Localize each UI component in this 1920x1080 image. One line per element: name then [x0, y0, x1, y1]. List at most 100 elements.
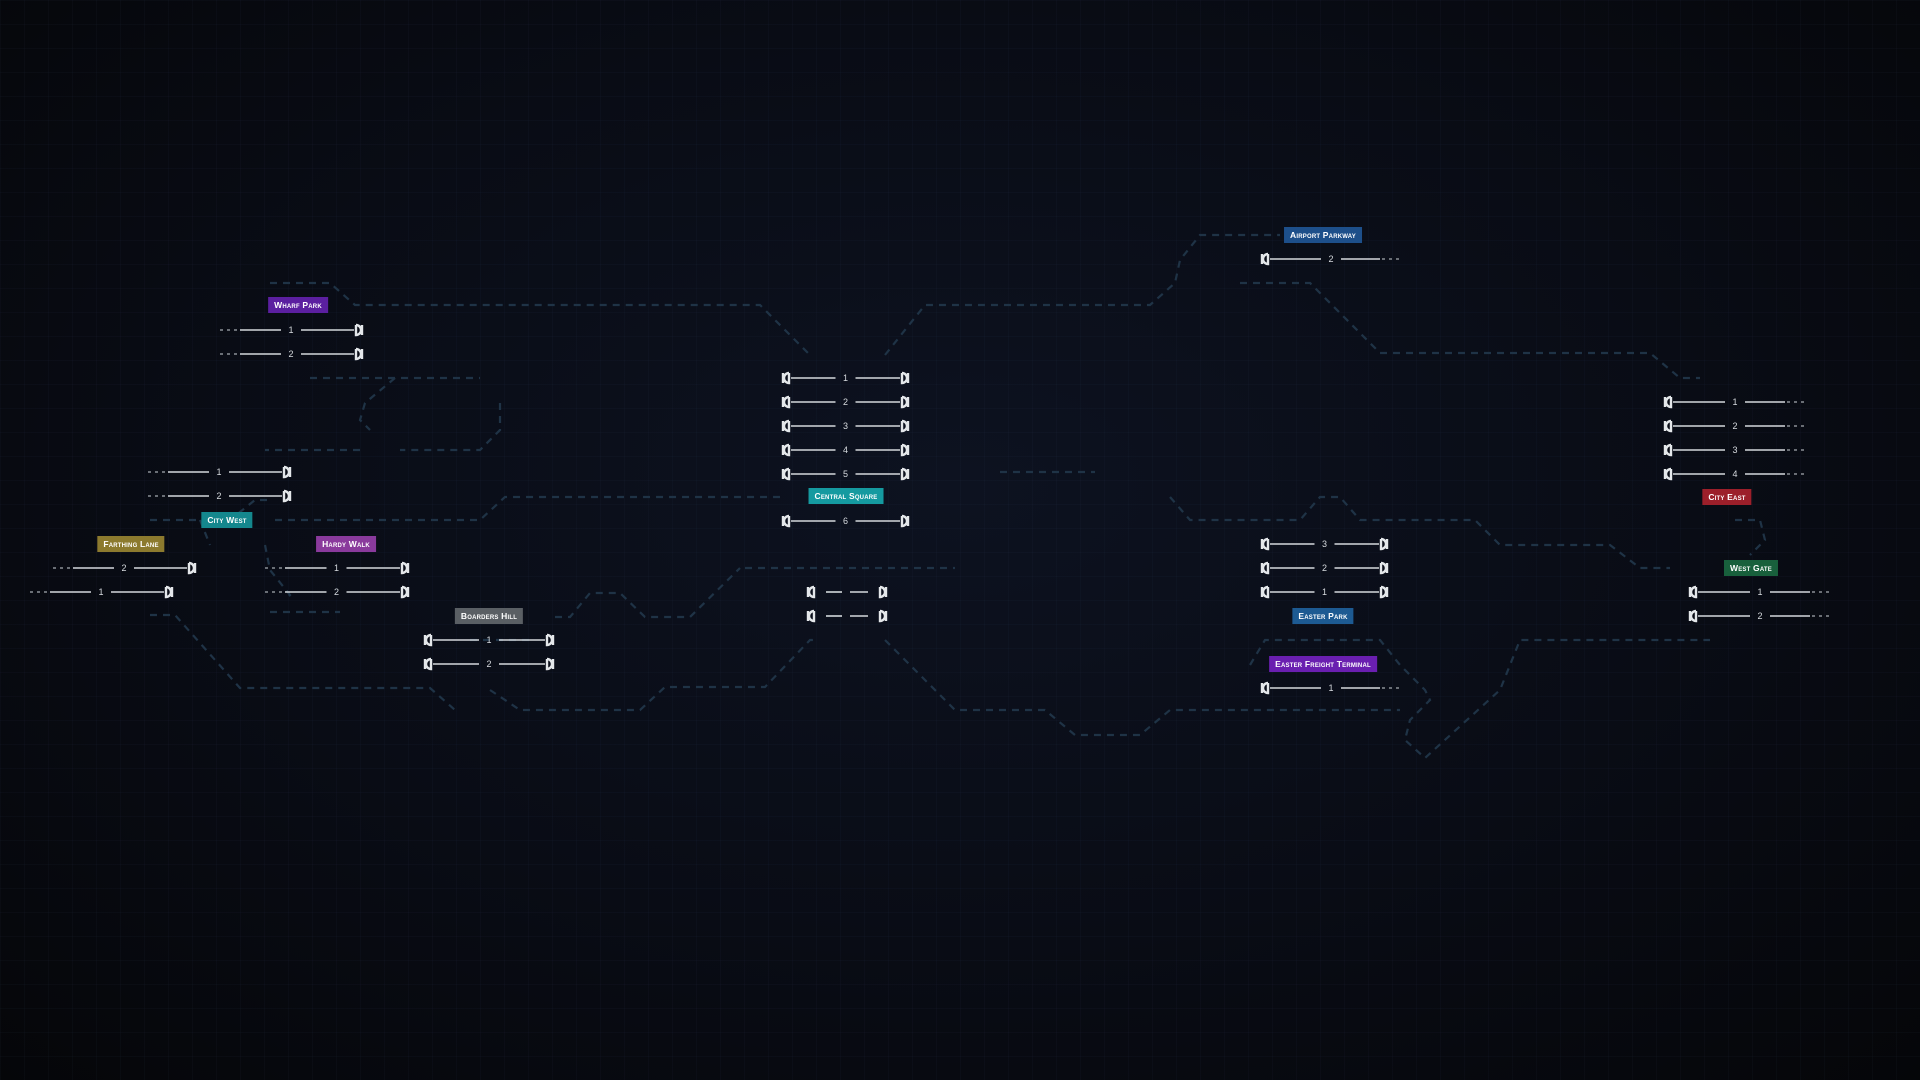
station-label-city-east[interactable]: City East: [1702, 489, 1752, 505]
connector-line: [275, 495, 780, 522]
platform-track[interactable]: 2: [1260, 561, 1389, 575]
station-wharf-park: 12: [220, 323, 364, 361]
platform-track[interactable]: 2: [1688, 609, 1830, 623]
platform-track[interactable]: 3: [1260, 537, 1389, 551]
buffer-stop: [806, 585, 816, 599]
platform-track[interactable]: 1: [423, 633, 555, 647]
connector-line: [150, 613, 456, 711]
platform-track[interactable]: 6: [781, 514, 910, 528]
platform-number: 1: [486, 635, 491, 645]
buffer-stop: [354, 323, 364, 337]
platform-track[interactable]: 4: [1663, 467, 1805, 481]
platform-number: 1: [334, 563, 339, 573]
station-label-easter-freight-terminal[interactable]: Easter Freight Terminal: [1269, 656, 1377, 672]
connector-lines: [150, 233, 1767, 760]
buffer-stop: [1260, 537, 1270, 551]
buffer-stop: [781, 443, 791, 457]
buffer-stop: [900, 443, 910, 457]
buffer-stop: [781, 371, 791, 385]
connector-line: [489, 638, 815, 712]
platform-number: 1: [1322, 587, 1327, 597]
platform-track[interactable]: 1: [30, 585, 174, 599]
siding-track[interactable]: [806, 609, 888, 623]
station-airport-parkway: 2: [1260, 252, 1400, 266]
platform-track[interactable]: 1: [220, 323, 364, 337]
buffer-stop: [900, 467, 910, 481]
buffer-stop: [1663, 467, 1673, 481]
station-label-central-square[interactable]: Central Square: [808, 488, 884, 504]
connector-line: [884, 233, 1280, 356]
platform-track[interactable]: 1: [1688, 585, 1830, 599]
buffer-stop: [1663, 443, 1673, 457]
connector-line: [1249, 638, 1710, 760]
platform-track[interactable]: 2: [1663, 419, 1805, 433]
buffer-stop: [1379, 585, 1389, 599]
buffer-stop: [282, 465, 292, 479]
buffer-stop: [1260, 252, 1270, 266]
station-label-city-west[interactable]: City West: [201, 512, 253, 528]
station-label-hardy-walk[interactable]: Hardy Walk: [316, 536, 376, 552]
buffer-stop: [900, 371, 910, 385]
station-label-wharf-park[interactable]: Wharf Park: [268, 297, 328, 313]
station-boarders-hill: 12: [423, 633, 555, 671]
platform-track[interactable]: 2: [220, 347, 364, 361]
buffer-stop: [423, 657, 433, 671]
platform-track[interactable]: 5: [781, 467, 910, 481]
platform-track[interactable]: 3: [781, 419, 910, 433]
platform-number: 1: [288, 325, 293, 335]
platform-track[interactable]: 1: [781, 371, 910, 385]
platform-number: 3: [1322, 539, 1327, 549]
platform-track[interactable]: 1: [1260, 681, 1400, 695]
platform-track[interactable]: 1: [1663, 395, 1805, 409]
buffer-stop: [400, 561, 410, 575]
platform-track[interactable]: 2: [1260, 252, 1400, 266]
buffer-stop: [187, 561, 197, 575]
connector-line: [400, 403, 502, 452]
station-hardy-walk: 12: [265, 561, 410, 599]
platform-number: 2: [486, 659, 491, 669]
platform-number: 3: [843, 421, 848, 431]
platform-number: 4: [1732, 469, 1737, 479]
buffer-stop: [878, 585, 888, 599]
station-city-east: 1 2 3 4: [1663, 395, 1805, 481]
platform-track[interactable]: 2: [265, 585, 410, 599]
platform-track[interactable]: 1: [265, 561, 410, 575]
buffer-stop: [1379, 561, 1389, 575]
connector-line: [270, 281, 811, 356]
station-label-farthing-lane[interactable]: Farthing Lane: [97, 536, 165, 552]
buffer-stop: [781, 514, 791, 528]
platform-track[interactable]: 2: [53, 561, 197, 575]
station-label-airport-parkway[interactable]: Airport Parkway: [1284, 227, 1362, 243]
platform-number: 2: [1732, 421, 1737, 431]
platform-number: 1: [1732, 397, 1737, 407]
buffer-stop: [878, 609, 888, 623]
connector-line: [884, 639, 1400, 737]
platform-track[interactable]: 2: [781, 395, 910, 409]
platform-track[interactable]: 3: [1663, 443, 1805, 457]
buffer-stop: [423, 633, 433, 647]
buffer-stop: [900, 419, 910, 433]
station-farthing-lane: 21: [30, 561, 197, 599]
station-label-easter-park[interactable]: Easter Park: [1292, 608, 1354, 624]
connector-line: [150, 498, 270, 522]
platform-track[interactable]: 2: [423, 657, 555, 671]
central-square-sidings: [806, 585, 888, 623]
platform-number: 1: [216, 467, 221, 477]
platform-track[interactable]: 1: [148, 465, 292, 479]
platform-number: 2: [121, 563, 126, 573]
buffer-stop: [164, 585, 174, 599]
station-label-boarders-hill[interactable]: Boarders Hill: [454, 608, 524, 624]
platform-number: 1: [1757, 587, 1762, 597]
buffer-stop: [781, 395, 791, 409]
connector-line: [1240, 281, 1700, 380]
station-label-west-gate[interactable]: West Gate: [1723, 560, 1779, 576]
platform-track[interactable]: 1: [1260, 585, 1389, 599]
connector-line: [1735, 518, 1767, 556]
siding-track[interactable]: [806, 585, 888, 599]
buffer-stop: [900, 514, 910, 528]
platform-track[interactable]: 2: [148, 489, 292, 503]
buffer-stop: [545, 657, 555, 671]
platform-track[interactable]: 4: [781, 443, 910, 457]
